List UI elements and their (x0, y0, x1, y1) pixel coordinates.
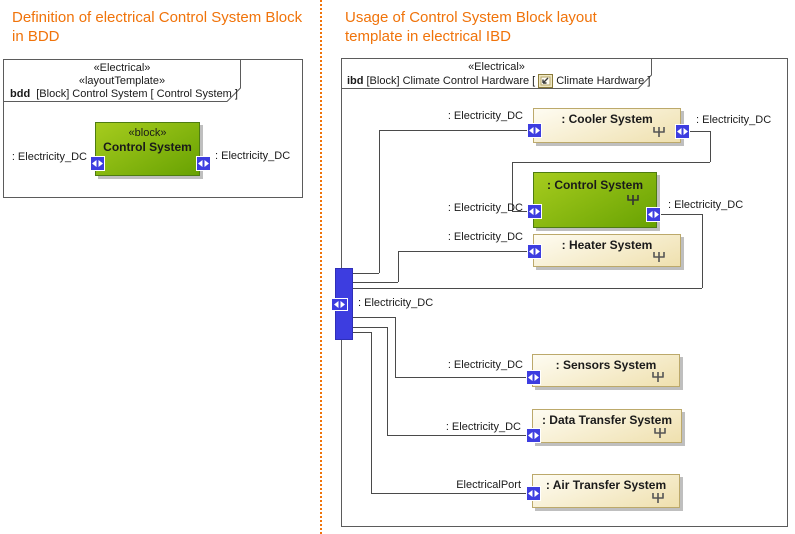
connector-cooler-bus[interactable] (353, 273, 379, 274)
structure-rake-icon (627, 195, 639, 205)
ibd-panel-title: Usage of Control System Block layout tem… (345, 9, 597, 45)
control-right-port[interactable] (646, 207, 661, 222)
air-transfer-system-block[interactable]: : Air Transfer System (532, 474, 680, 508)
bdd-left-port[interactable] (90, 156, 105, 171)
bdd-frame-stereotype: «Electrical» (93, 62, 151, 74)
block-name: : Heater System (561, 238, 653, 252)
port-arrows-icon (92, 160, 103, 167)
data-transfer-left-port-label: : Electricity_DC (445, 421, 521, 433)
bdd-panel-title: Definition of electrical Control System … (12, 9, 303, 45)
connector-sensors-bus[interactable] (395, 317, 396, 377)
heater-left-port-label: : Electricity_DC (447, 231, 523, 243)
sensors-system-block[interactable]: : Sensors System (532, 354, 680, 387)
bus-port-arrows-icon[interactable] (331, 298, 348, 311)
connector-cooler-bus[interactable] (379, 130, 527, 131)
heater-left-port[interactable] (527, 244, 542, 259)
ibd-frame-kind: ibd (347, 75, 364, 87)
sensors-left-port[interactable] (526, 370, 541, 385)
block-name: : Sensors System (555, 358, 657, 372)
block-name: Control System (103, 140, 192, 154)
control-left-port[interactable] (527, 204, 542, 219)
port-arrows-icon (529, 248, 540, 255)
bus-port-label: : Electricity_DC (358, 297, 434, 309)
structure-rake-icon (653, 127, 665, 137)
port-arrows-icon (677, 128, 688, 135)
connector-cooler-control[interactable] (512, 162, 710, 163)
connector-data-bus[interactable] (387, 435, 526, 436)
bdd-frame-header-shape (4, 60, 241, 102)
block-name: : Control System (546, 178, 643, 192)
structure-rake-icon (653, 252, 665, 262)
structure-rake-icon (654, 428, 666, 438)
port-arrows-icon (528, 490, 539, 497)
bdd-control-system-block[interactable]: «block» Control System (95, 122, 200, 176)
heater-system-block[interactable]: : Heater System (533, 234, 681, 267)
data-transfer-left-port[interactable] (526, 428, 541, 443)
connector-heater-bus[interactable] (353, 282, 398, 283)
cooler-left-port[interactable] (527, 123, 542, 138)
control-left-port-label: : Electricity_DC (447, 202, 523, 214)
connector-air-bus[interactable] (371, 332, 372, 493)
block-stereotype: «block» (128, 127, 167, 139)
cooler-right-port-label: : Electricity_DC (696, 114, 772, 126)
connector-cooler-control[interactable] (512, 162, 513, 211)
connector-cooler-control[interactable] (512, 211, 527, 212)
bdd-frame-stereotype2: «layoutTemplate» (78, 75, 166, 87)
ibd-frame-stereotype: «Electrical» (468, 61, 525, 73)
connector-control-bus[interactable] (661, 214, 702, 215)
connector-cooler-control[interactable] (690, 131, 710, 132)
connector-sensors-bus[interactable] (395, 377, 526, 378)
bdd-right-port-label: : Electricity_DC (215, 150, 291, 162)
diagram-ref-icon[interactable] (538, 74, 554, 88)
data-transfer-system-block[interactable]: : Data Transfer System (532, 409, 682, 443)
port-arrows-icon (198, 160, 209, 167)
block-name: : Air Transfer System (545, 478, 667, 492)
bdd-left-port-label: : Electricity_DC (11, 151, 87, 163)
ibd-frame-header-text: [Block] Climate Control Hardware [ (366, 75, 536, 87)
block-name: : Data Transfer System (541, 413, 673, 427)
port-arrows-icon (648, 211, 659, 218)
control-right-port-label: : Electricity_DC (668, 199, 744, 211)
ibd-frame-header-ref: Climate Hardware ] (556, 75, 651, 87)
sensors-left-port-label: : Electricity_DC (447, 359, 523, 371)
panel-separator (320, 0, 322, 534)
air-transfer-left-port-label: ElectricalPort (456, 479, 521, 491)
port-arrows-icon (529, 127, 540, 134)
connector-air-bus[interactable] (353, 332, 371, 333)
connector-heater-bus[interactable] (398, 251, 399, 282)
connector-cooler-control[interactable] (710, 131, 711, 162)
bdd-frame-header-text: [Block] Control System [ Control System … (36, 88, 238, 100)
connector-sensors-bus[interactable] (353, 317, 395, 318)
port-arrows-icon (529, 208, 540, 215)
port-arrows-icon (528, 374, 539, 381)
cooler-left-port-label: : Electricity_DC (447, 110, 523, 122)
block-name: : Cooler System (561, 112, 653, 126)
ibd-frame-header-shape (342, 59, 652, 89)
connector-data-bus[interactable] (387, 327, 388, 435)
connector-data-bus[interactable] (353, 327, 387, 328)
connector-control-bus[interactable] (353, 288, 702, 289)
connector-heater-bus[interactable] (398, 251, 527, 252)
structure-rake-icon (652, 372, 664, 382)
cooler-system-block[interactable]: : Cooler System (533, 108, 681, 143)
cooler-right-port[interactable] (675, 124, 690, 139)
connector-air-bus[interactable] (371, 493, 526, 494)
control-system-block[interactable]: : Control System (533, 172, 657, 228)
bdd-right-port[interactable] (196, 156, 211, 171)
connector-control-bus[interactable] (702, 214, 703, 288)
port-arrows-icon (528, 432, 539, 439)
bdd-frame-kind: bdd (10, 88, 31, 100)
connector-cooler-bus[interactable] (379, 130, 380, 273)
air-transfer-left-port[interactable] (526, 486, 541, 501)
structure-rake-icon (652, 493, 664, 503)
